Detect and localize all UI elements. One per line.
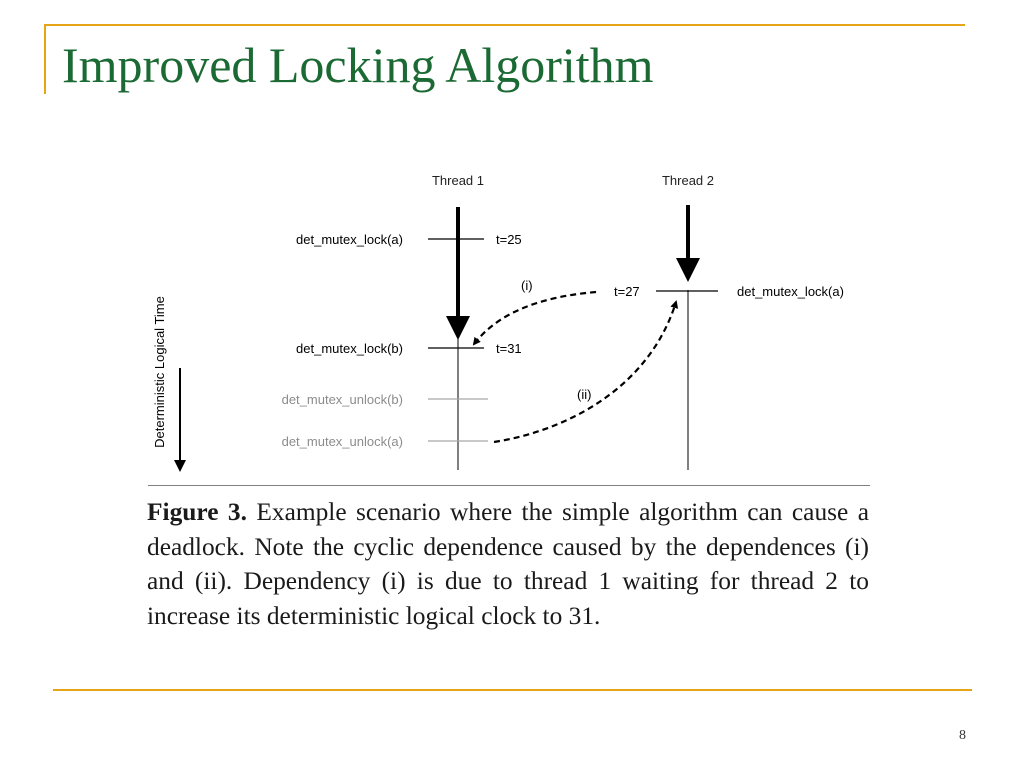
title-accent-rule-left xyxy=(44,24,46,94)
dependency-ii-arrow xyxy=(493,300,679,444)
dependency-i-arrow xyxy=(472,290,597,346)
thread-1-event-unlock-b: det_mutex_unlock(b) xyxy=(282,392,403,407)
thread-2-label: Thread 2 xyxy=(662,173,714,188)
thread-1-event-lock-b-time: t=31 xyxy=(496,341,522,356)
title-accent-rule-top xyxy=(44,24,965,26)
time-axis-label: Deterministic Logical Time xyxy=(152,296,167,448)
time-axis-arrowhead xyxy=(174,460,186,472)
thread-2-event-lock-a: det_mutex_lock(a) xyxy=(737,284,844,299)
thread-2-event-lock-a-time: t=27 xyxy=(614,284,640,299)
dependency-i-label: (i) xyxy=(521,278,533,293)
thread-1-label: Thread 1 xyxy=(432,173,484,188)
deadlock-diagram: Thread 1 Thread 2 det_mutex_lock(a) t=25… xyxy=(148,173,870,486)
dependency-ii-label: (ii) xyxy=(577,387,591,402)
thread-1-event-lock-b: det_mutex_lock(b) xyxy=(296,341,403,356)
page-number: 8 xyxy=(959,728,966,743)
thread-1-event-unlock-a: det_mutex_unlock(a) xyxy=(282,434,403,449)
figure-caption-label: Figure 3. xyxy=(147,498,247,526)
footer-accent-rule xyxy=(53,689,972,691)
slide-title: Improved Locking Algorithm xyxy=(62,37,654,93)
thread-1-event-lock-a: det_mutex_lock(a) xyxy=(296,232,403,247)
figure-caption: Figure 3. Example scenario where the sim… xyxy=(147,495,869,633)
thread-1-event-lock-a-time: t=25 xyxy=(496,232,522,247)
figure-caption-text: Example scenario where the simple algori… xyxy=(147,498,869,630)
